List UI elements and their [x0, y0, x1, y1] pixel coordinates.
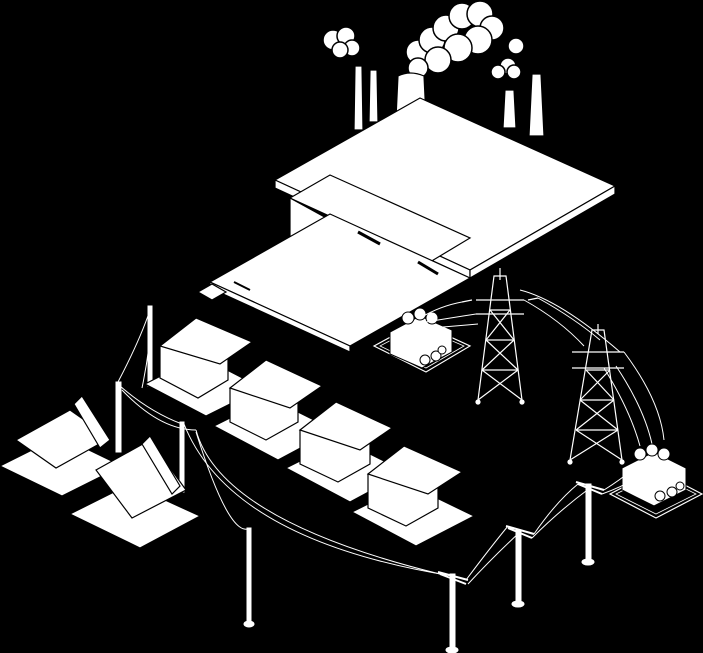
house: [350, 445, 476, 547]
step-down-substation: [608, 443, 703, 519]
house: [143, 317, 264, 417]
distribution-lines: [117, 309, 641, 585]
transmission-lines: [419, 289, 665, 447]
transmission-tower: [461, 268, 625, 465]
house: [0, 395, 124, 497]
smoke-clouds: [322, 0, 525, 80]
house: [68, 435, 202, 549]
houses: [0, 317, 476, 549]
